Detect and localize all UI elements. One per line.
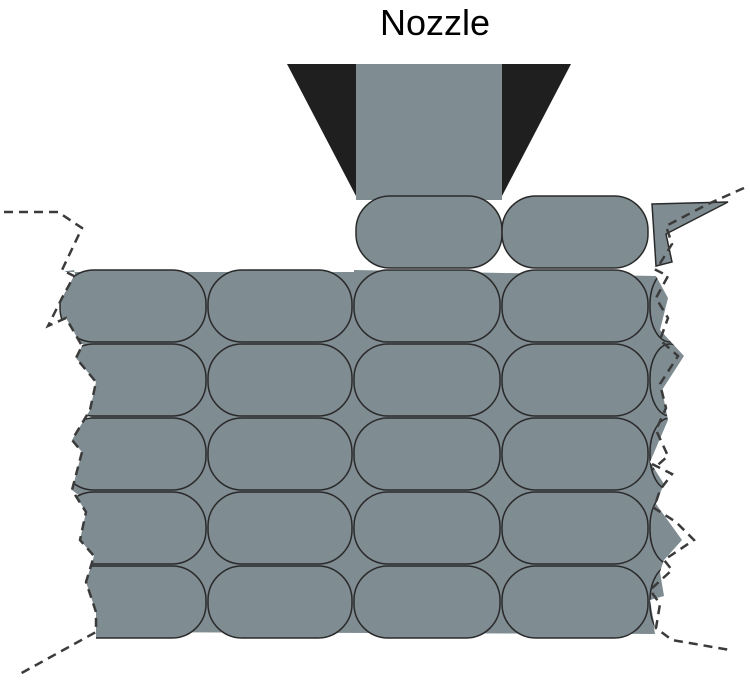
bead	[353, 343, 501, 417]
right-dashed-edge-top	[651, 186, 745, 471]
bead-top-under-nozzle	[355, 195, 503, 269]
bead	[207, 417, 353, 491]
bead	[207, 565, 353, 639]
bead	[353, 269, 501, 343]
bead	[353, 491, 501, 565]
right-break-mask	[650, 260, 750, 684]
left-break-mask	[0, 260, 96, 640]
bead	[501, 565, 649, 639]
bead	[501, 343, 649, 417]
bead	[353, 417, 501, 491]
left-dashed-edge	[4, 210, 98, 677]
bead	[501, 417, 649, 491]
right-dashed-edge-bottom	[648, 462, 731, 652]
nozzle-label: Nozzle	[380, 2, 490, 43]
bead	[207, 269, 353, 343]
bead	[501, 491, 649, 565]
nozzle-filament-channel	[356, 64, 502, 200]
bead	[501, 269, 649, 343]
bead-partial-left	[59, 269, 207, 343]
bead	[207, 343, 353, 417]
bead	[207, 491, 353, 565]
bead-top	[501, 195, 649, 269]
bead-grid	[0, 195, 750, 684]
bead	[353, 565, 501, 639]
